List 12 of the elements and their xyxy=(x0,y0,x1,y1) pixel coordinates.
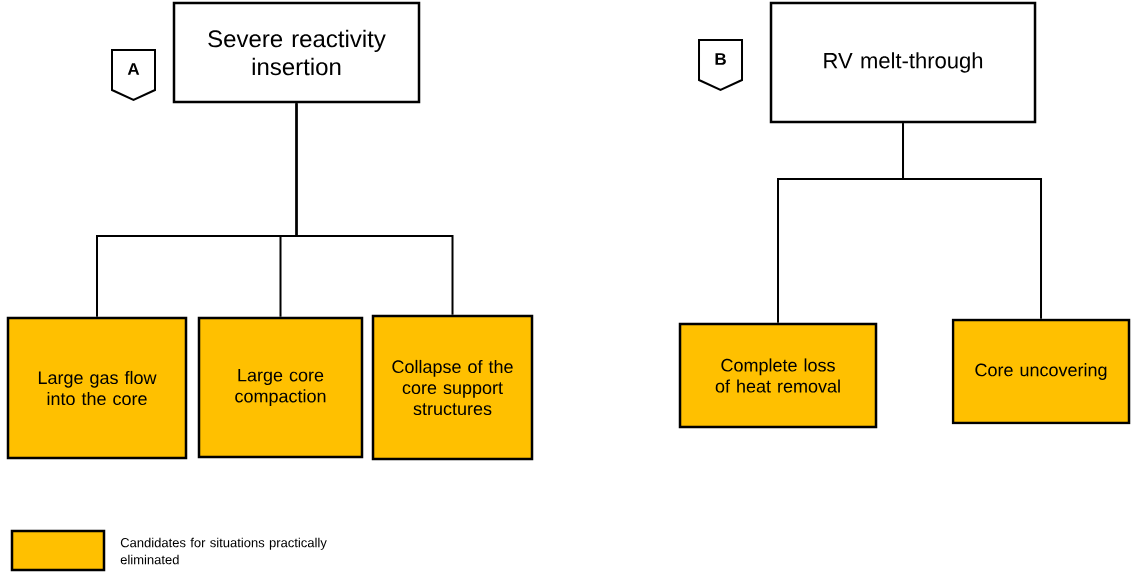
situation-box: Collapse of the core support structures xyxy=(371,314,534,461)
situation-box: Large core compaction xyxy=(197,316,364,459)
situation-box: Complete loss of heat removal xyxy=(678,322,878,429)
legend-label: Candidates for situations practically eliminated xyxy=(120,537,327,565)
situation-box: Core uncovering xyxy=(951,318,1131,425)
connector-line xyxy=(295,102,454,316)
event-box: RV melt-through xyxy=(769,1,1037,124)
letter-badge: A xyxy=(111,49,156,102)
situation-box: Large gas flow into the core xyxy=(6,316,188,460)
event-box: Severe reactivity insertion xyxy=(172,1,421,104)
connector-line xyxy=(902,122,1042,320)
letter-badge: B xyxy=(698,39,743,92)
